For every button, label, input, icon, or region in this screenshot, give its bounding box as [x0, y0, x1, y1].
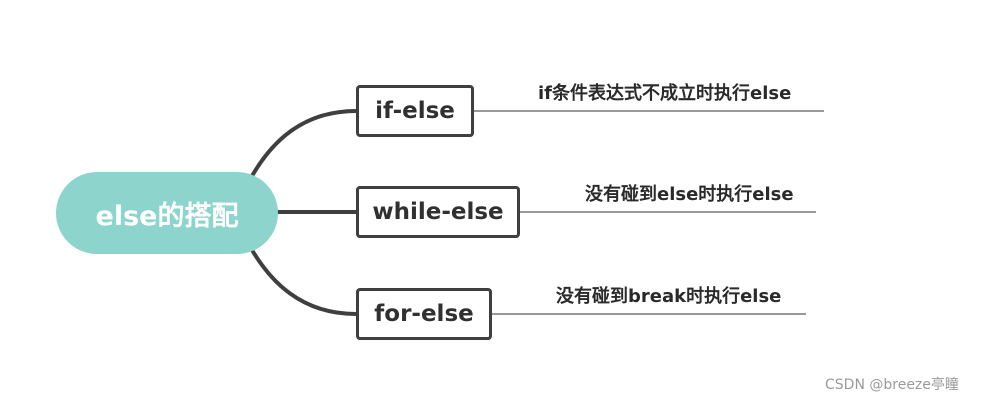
branch-label: while-else — [372, 199, 504, 225]
watermark: CSDN @breeze亭瞳 — [825, 377, 959, 393]
central-topic-label: else的搭配 — [95, 200, 239, 232]
note-if-else: if条件表达式不成立时执行else — [538, 83, 792, 104]
branch-label: if-else — [375, 98, 455, 124]
connector-if-else — [250, 109, 358, 178]
note-while-else: 没有碰到else时执行else — [585, 184, 794, 205]
connector-for-else — [250, 248, 358, 316]
branch-while-else[interactable]: while-else — [356, 186, 520, 238]
branch-label: for-else — [374, 301, 474, 327]
branch-for-else[interactable]: for-else — [356, 288, 492, 340]
branch-if-else[interactable]: if-else — [356, 85, 474, 137]
central-topic[interactable]: else的搭配 — [56, 172, 278, 254]
note-for-else: 没有碰到break时执行else — [556, 286, 782, 307]
